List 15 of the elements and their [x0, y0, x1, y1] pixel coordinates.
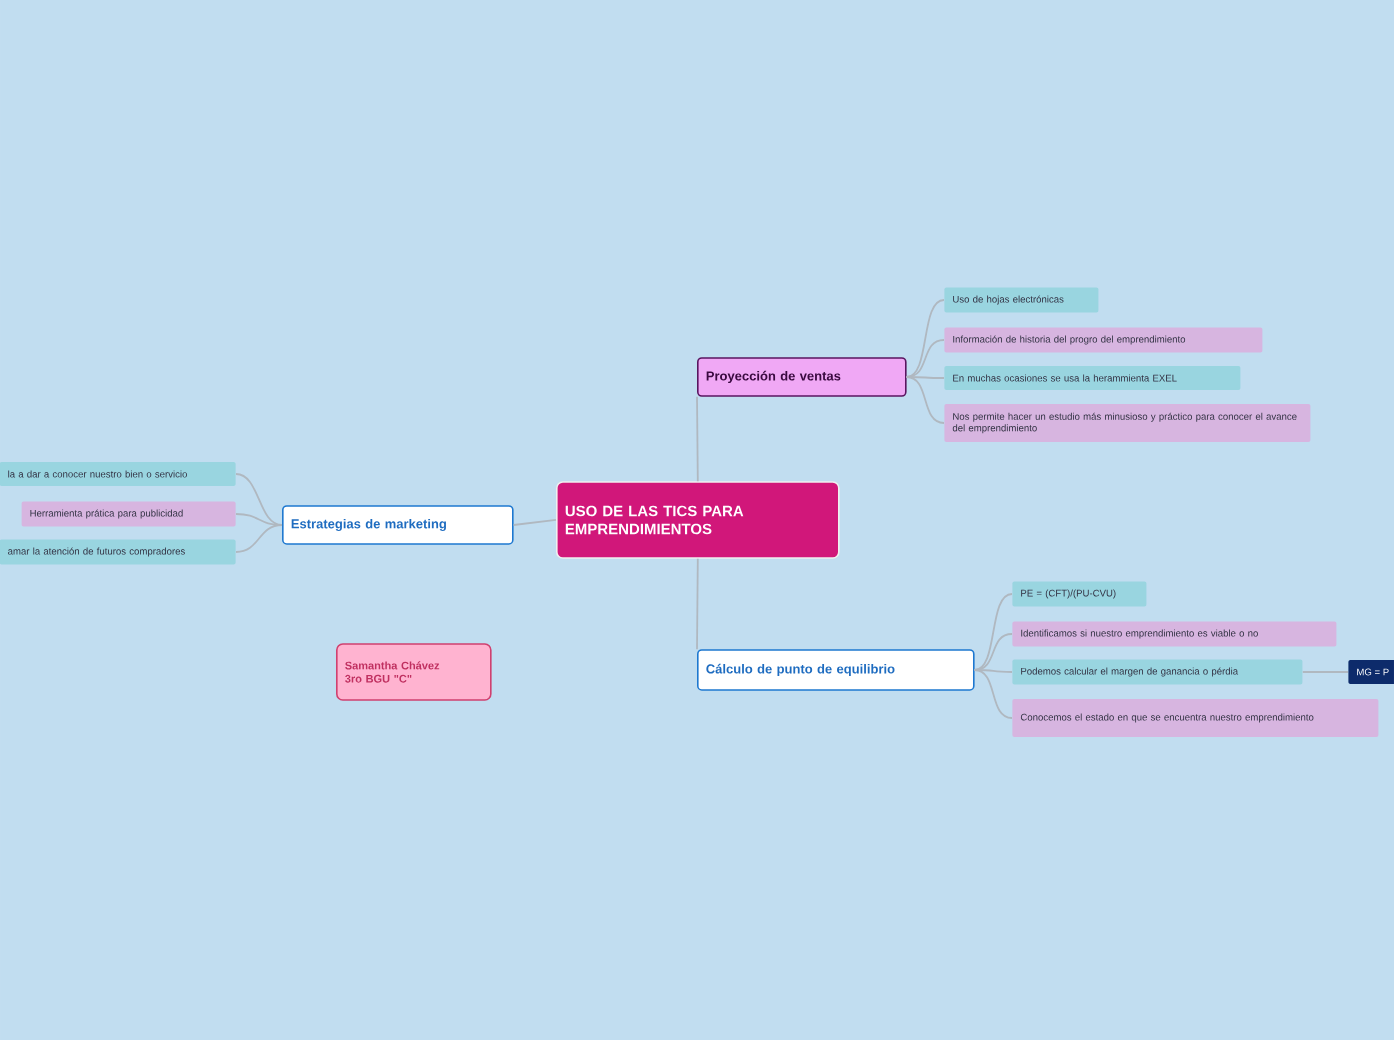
connector-line	[905, 339, 945, 378]
connector-line	[696, 395, 699, 483]
connector-line	[235, 473, 283, 526]
connector-line	[973, 669, 1013, 719]
connector-line	[1301, 671, 1349, 673]
connector-line	[696, 557, 699, 651]
connector-line	[973, 593, 1013, 671]
connector-line	[235, 524, 283, 553]
connector-line	[973, 633, 1013, 671]
connector-line	[973, 669, 1013, 673]
connector-line	[235, 513, 283, 526]
connector-line	[512, 519, 557, 526]
connector-line	[905, 376, 945, 424]
connector-line	[905, 376, 945, 379]
connector-line	[905, 299, 945, 378]
